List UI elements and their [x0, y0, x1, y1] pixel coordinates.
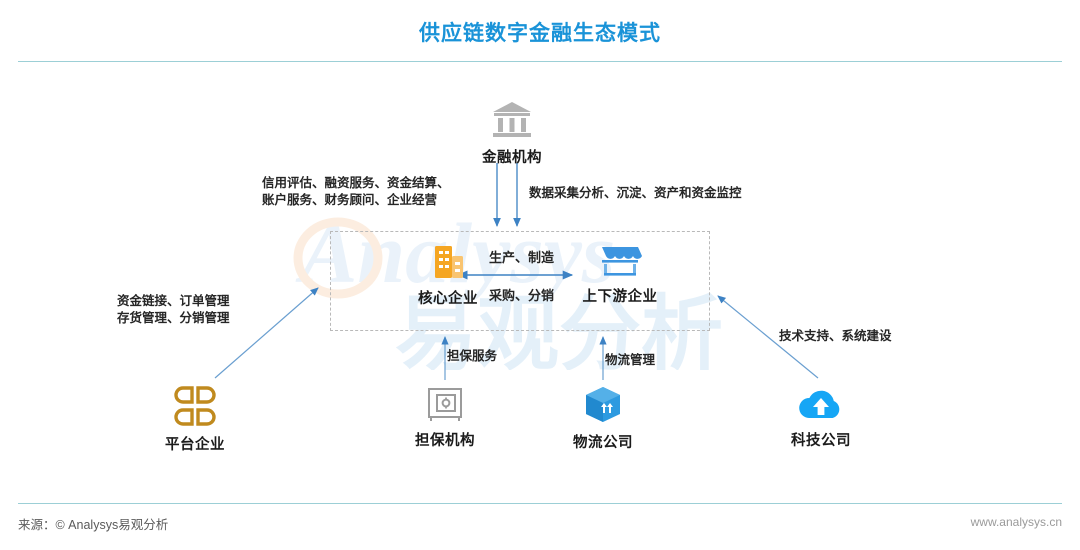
source-credit: 来源：© Analysys易观分析 [18, 518, 169, 532]
office-building-icon [435, 246, 463, 278]
node-upstream-downstream-enterprise[interactable]: 上下游企业 [540, 243, 700, 306]
header: 供应链数字金融生态模式 [0, 0, 1080, 62]
flow-line-2: 存货管理、分销管理 [117, 311, 230, 325]
node-financial-institution[interactable]: 金融机构 [432, 100, 592, 167]
node-label: 担保机构 [415, 433, 475, 449]
flow-label-purchase: 采购、分销 [489, 288, 555, 303]
node-label: 科技公司 [791, 433, 851, 449]
node-label: 金融机构 [482, 150, 542, 166]
node-guarantee-institution[interactable]: 担保机构 [370, 385, 520, 450]
storefront-icon [602, 247, 642, 276]
flow-label-guarantee-service: 担保服务 [447, 349, 498, 363]
node-label: 平台企业 [165, 437, 225, 453]
flow-line-1: 资金链接、订单管理 [117, 294, 230, 308]
supply-chain-boundary [330, 231, 710, 331]
parcel-box-icon [586, 387, 620, 422]
node-core-enterprise[interactable]: 核心企业 [380, 243, 516, 308]
four-petal-grid-icon [174, 386, 216, 426]
node-platform-enterprise[interactable]: 平台企业 [120, 385, 270, 454]
flow-label-capital-chain: 资金链接、订单管理 存货管理、分销管理 [117, 293, 230, 327]
bank-icon [493, 102, 531, 137]
node-technology-company[interactable]: 科技公司 [746, 385, 896, 450]
node-label: 上下游企业 [582, 289, 658, 305]
node-logistics-company[interactable]: 物流公司 [528, 385, 678, 452]
node-label: 物流公司 [573, 435, 633, 451]
arrow-platform-to-box [214, 287, 319, 379]
flow-line-2: 账户服务、财务顾问、企业经营 [262, 193, 438, 207]
flow-label-production: 生产、制造 [489, 250, 555, 265]
website-url[interactable]: www.analysys.cn [970, 515, 1062, 529]
page-title: 供应链数字金融生态模式 [419, 22, 661, 45]
cloud-upload-icon [799, 390, 840, 418]
flow-label-logistics-management: 物流管理 [605, 353, 656, 367]
flow-line-1: 信用评估、融资服务、资金结算、 [262, 176, 450, 190]
footer-divider [18, 503, 1062, 504]
flow-label-tech-support: 技术支持、系统建设 [779, 329, 892, 343]
flow-label-data-monitoring: 数据采集分析、沉淀、资产和资金监控 [529, 186, 742, 200]
safe-vault-icon [428, 388, 462, 421]
flow-label-credit-services: 信用评估、融资服务、资金结算、 账户服务、财务顾问、企业经营 [262, 175, 450, 209]
node-label: 核心企业 [418, 291, 478, 307]
header-divider [18, 61, 1062, 62]
